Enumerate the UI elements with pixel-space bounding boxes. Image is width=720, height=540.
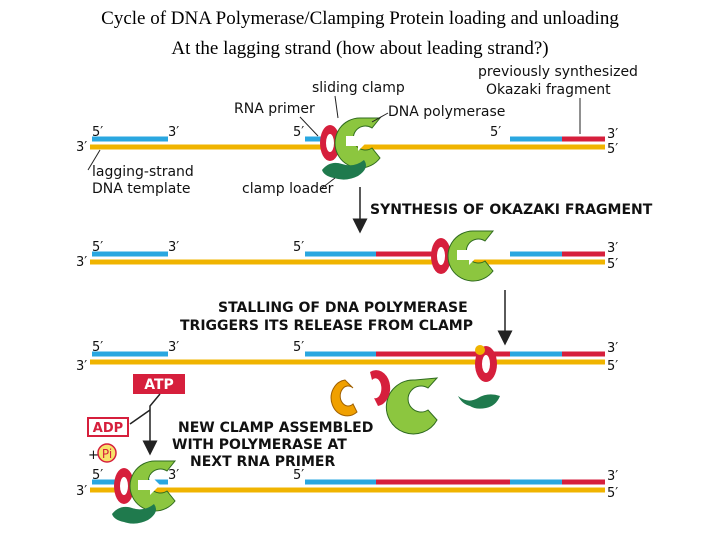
row-1: 5′ 3′ 3′ 5′ 5′ 3′ 5′ bbox=[76, 117, 618, 180]
step-new-clamp-caption-3: NEXT RNA PRIMER bbox=[190, 454, 335, 470]
free-clamp-icon bbox=[370, 370, 391, 406]
three-prime-label: 3′ bbox=[168, 240, 179, 255]
okazaki-fragment-label: Okazaki fragment bbox=[486, 82, 611, 98]
three-prime-label: 3′ bbox=[168, 468, 179, 483]
dna-template-label: DNA template bbox=[92, 181, 190, 197]
five-prime-label: 5′ bbox=[607, 257, 618, 272]
three-prime-label: 3′ bbox=[168, 340, 179, 355]
step-synthesis-caption: SYNTHESIS OF OKAZAKI FRAGMENT bbox=[370, 202, 653, 218]
five-prime-label: 5′ bbox=[92, 125, 103, 140]
five-prime-label: 5′ bbox=[293, 125, 304, 140]
three-prime-label: 3′ bbox=[76, 140, 87, 155]
five-prime-label: 5′ bbox=[490, 125, 501, 140]
row-4: 5′ 3′ 3′ 5′ 3′ 5′ bbox=[76, 460, 618, 524]
three-prime-label: 3′ bbox=[607, 469, 618, 484]
three-prime-label: 3′ bbox=[607, 241, 618, 256]
three-prime-label: 3′ bbox=[76, 484, 87, 499]
plus-sign: + bbox=[88, 448, 99, 463]
three-prime-label: 3′ bbox=[76, 255, 87, 270]
step-new-clamp-caption-1: NEW CLAMP ASSEMBLED bbox=[178, 420, 373, 436]
clamp-loader-icon bbox=[458, 394, 500, 409]
adp-label: ADP bbox=[93, 421, 123, 436]
direction-arrow-icon bbox=[346, 131, 368, 151]
three-prime-label: 3′ bbox=[607, 127, 618, 142]
lagging-strand-label: lagging-strand bbox=[92, 164, 194, 180]
five-prime-label: 5′ bbox=[92, 468, 103, 483]
clamp-loader-icon bbox=[322, 160, 366, 180]
three-prime-label: 3′ bbox=[607, 341, 618, 356]
dna-polymerase-label: DNA polymerase bbox=[388, 104, 505, 120]
rna-primer-label: RNA primer bbox=[234, 101, 315, 117]
previously-synthesized-label: previously synthesized bbox=[478, 64, 638, 80]
pi-label: Pi bbox=[102, 447, 112, 461]
five-prime-label: 5′ bbox=[293, 468, 304, 483]
sliding-clamp-label: sliding clamp bbox=[312, 80, 405, 96]
five-prime-label: 5′ bbox=[293, 240, 304, 255]
five-prime-label: 5′ bbox=[92, 240, 103, 255]
adp-badge bbox=[87, 417, 129, 437]
step-stall-caption-2: TRIGGERS ITS RELEASE FROM CLAMP bbox=[180, 318, 473, 334]
released-polymerase-icon bbox=[385, 377, 439, 435]
direction-arrow-icon bbox=[138, 475, 160, 495]
three-prime-label: 3′ bbox=[76, 359, 87, 374]
slide-title-line-1: Cycle of DNA Polymerase/Clamping Protein… bbox=[101, 8, 619, 29]
dna-polymerase-icon bbox=[129, 460, 177, 512]
five-prime-label: 5′ bbox=[92, 340, 103, 355]
five-prime-label: 5′ bbox=[293, 340, 304, 355]
dna-polymerase-icon bbox=[334, 117, 382, 169]
dna-polymerase-icon bbox=[447, 230, 495, 282]
atp-badge bbox=[133, 374, 185, 394]
five-prime-label: 5′ bbox=[607, 142, 618, 157]
step-stall-caption-1: STALLING OF DNA POLYMERASE bbox=[218, 300, 468, 316]
clamp-loader-subunit-icon bbox=[330, 379, 358, 417]
step-new-clamp-caption-2: WITH POLYMERASE AT bbox=[172, 437, 347, 453]
clamp-loader-icon bbox=[112, 504, 156, 524]
slide-title-line-2: At the lagging strand (how about leading… bbox=[171, 38, 549, 59]
five-prime-label: 5′ bbox=[607, 359, 618, 374]
row-3: 5′ 3′ 3′ 5′ 3′ 5′ bbox=[76, 340, 618, 435]
clamp-loader-label: clamp loader bbox=[242, 181, 334, 197]
phosphate-icon bbox=[97, 443, 117, 463]
row-2: 5′ 3′ 3′ 5′ 3′ 5′ bbox=[76, 230, 618, 282]
five-prime-label: 5′ bbox=[607, 486, 618, 501]
direction-arrow-icon bbox=[457, 245, 479, 265]
three-prime-label: 3′ bbox=[168, 125, 179, 140]
atp-label: ATP bbox=[144, 377, 174, 393]
